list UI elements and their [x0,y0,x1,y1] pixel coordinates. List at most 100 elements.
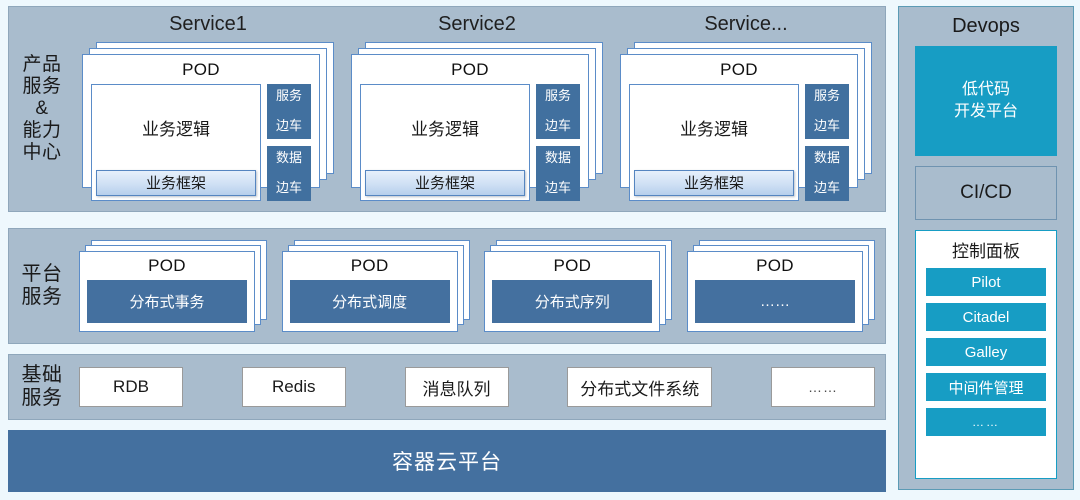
sidecar-line: 边车 [813,117,840,133]
devops-panel: Devops 低代码 开发平台 CI/CD 控制面板 Pilot Citadel… [898,6,1074,490]
band-label-line: 中心 [22,142,62,164]
service-block[interactable]: Service... POD 业务逻辑 业务框架 [617,7,875,211]
lowcode-line: 低代码 [961,81,1010,99]
band-label-infrastructure: 基础 服务 [9,364,75,410]
business-framework-box: 业务框架 [365,169,525,196]
sidecar-line: 边车 [275,179,302,195]
business-logic-label: 业务逻辑 [411,119,479,139]
devops-title: Devops [952,15,1020,37]
band-label-line: 服务 [21,387,63,409]
band-body-platform: POD 分布式事务 POD 分布式调度 POD [75,229,885,343]
sidecar-line: 服务 [544,88,571,103]
sidecar-column: 服务 边车 数据 边车 [536,84,580,201]
platform-pod-stack[interactable]: POD 分布式序列 [484,240,673,332]
control-panel-button-pilot[interactable]: Pilot [926,268,1046,296]
control-panel-title: 控制面板 [952,242,1020,261]
pod-stack: POD 业务逻辑 业务框架 服务 边车 [620,42,872,201]
service-sidecar-box: 服务 边车 [267,84,311,139]
pod-title: POD [148,256,186,275]
sidecar-line: 数据 [813,149,840,165]
pod-card[interactable]: POD 分布式调度 [281,251,458,332]
band-body-infrastructure: RDB Redis 消息队列 分布式文件系统 …… [75,355,885,419]
band-label-line: 产品 [22,53,62,75]
service-sidecar-box: 服务 边车 [805,84,849,139]
infra-chip-rdb[interactable]: RDB [79,367,183,407]
data-sidecar-box: 数据 边车 [536,145,580,201]
band-label-line: 基础 [21,363,63,386]
main-stack-column: 产品 服务 & 能力 中心 Service1 POD [8,6,886,496]
band-platform-service: 平台 服务 POD 分布式事务 POD 分布式调 [8,228,886,344]
service-title: Service... [704,13,788,35]
pod-card[interactable]: POD 业务逻辑 业务框架 服务 边车 [351,54,589,201]
sidecar-line: 服务 [813,88,840,103]
platform-service-plate: …… [694,280,855,323]
infra-chip-message-queue[interactable]: 消息队列 [404,367,509,407]
service-title: Service1 [169,13,247,35]
sidecar-line: 数据 [544,149,571,165]
pod-title: POD [756,256,794,275]
data-sidecar-box: 数据 边车 [805,145,849,201]
platform-pod-stack[interactable]: POD 分布式事务 [79,240,267,332]
pod-stack: POD 业务逻辑 业务框架 服务 边车 [351,42,603,201]
business-framework-box: 业务框架 [96,169,256,196]
sidecar-line: 边车 [813,179,840,195]
band-label-line: 服务 [22,75,62,97]
pod-main-container: 业务逻辑 业务框架 [360,84,530,201]
platform-service-plate: 分布式调度 [289,280,450,323]
band-label-platform: 平台 服务 [9,263,75,309]
service-block[interactable]: Service2 POD 业务逻辑 业务框架 [348,7,606,211]
sidecar-line: 边车 [275,117,302,133]
band-label-line: 平台 [21,262,63,285]
sidecar-line: 数据 [275,149,302,165]
band-label-product: 产品 服务 & 能力 中心 [9,54,75,164]
control-panel-card: 控制面板 Pilot Citadel Galley 中间件管理 …… [915,230,1057,479]
sidecar-line: 边车 [544,117,571,133]
infra-chip-more[interactable]: …… [771,367,875,407]
pod-title: POD [350,256,389,275]
platform-service-plate: 分布式序列 [492,280,653,323]
pod-card[interactable]: POD 业务逻辑 业务框架 服务 边车 [82,54,320,201]
pod-title: POD [451,60,489,79]
band-product-service-center: 产品 服务 & 能力 中心 Service1 POD [8,6,886,212]
service-block[interactable]: Service1 POD 业务逻辑 业务框架 [79,7,337,211]
control-panel-button-citadel[interactable]: Citadel [926,303,1046,331]
control-panel-button-galley[interactable]: Galley [926,338,1046,366]
pod-title: POD [720,60,758,79]
pod-content: 业务逻辑 业务框架 服务 边车 数据 [627,84,851,203]
band-label-line: 服务 [21,286,63,308]
data-sidecar-box: 数据 边车 [267,145,311,201]
pod-card[interactable]: POD …… [686,251,863,332]
pod-content: 业务逻辑 业务框架 服务 边车 数据 [358,84,582,203]
pod-main-container: 业务逻辑 业务框架 [629,84,799,201]
band-body-product: Service1 POD 业务逻辑 业务框架 [75,7,885,211]
infra-chip-distributed-file-system[interactable]: 分布式文件系统 [567,367,713,407]
cicd-card[interactable]: CI/CD [915,166,1057,220]
band-infrastructure-service: 基础 服务 RDB Redis 消息队列 分布式文件系统 …… [8,354,886,420]
pod-card[interactable]: POD 业务逻辑 业务框架 服务 边车 [620,54,858,201]
business-logic-label: 业务逻辑 [680,119,748,139]
pod-main-container: 业务逻辑 业务框架 [91,84,261,201]
business-framework-box: 业务框架 [634,169,794,196]
pod-stack: POD 业务逻辑 业务框架 服务 边车 [82,42,334,201]
platform-service-plate: 分布式事务 [87,280,247,323]
infra-chip-redis[interactable]: Redis [241,367,346,407]
pod-card[interactable]: POD 分布式序列 [484,251,661,332]
pod-title: POD [553,256,592,275]
platform-pod-stack[interactable]: POD 分布式调度 [281,240,470,332]
pod-content: 业务逻辑 业务框架 服务 边车 数据 [89,84,313,203]
business-logic-label: 业务逻辑 [142,119,210,139]
control-panel-button-more[interactable]: …… [926,408,1046,436]
pod-title: POD [182,60,220,79]
platform-pod-stack[interactable]: POD …… [686,240,875,332]
container-cloud-platform-bar[interactable]: 容器云平台 [8,430,886,492]
lowcode-line: 开发平台 [953,103,1018,120]
sidecar-column: 服务 边车 数据 边车 [267,84,311,201]
service-title: Service2 [438,13,516,35]
control-panel-button-middleware-management[interactable]: 中间件管理 [926,373,1046,401]
sidecar-line: 服务 [275,88,302,103]
lowcode-platform-card[interactable]: 低代码 开发平台 [915,46,1057,156]
band-label-line: 能力 [22,120,62,142]
pod-card[interactable]: POD 分布式事务 [79,251,255,332]
sidecar-line: 边车 [544,179,571,195]
